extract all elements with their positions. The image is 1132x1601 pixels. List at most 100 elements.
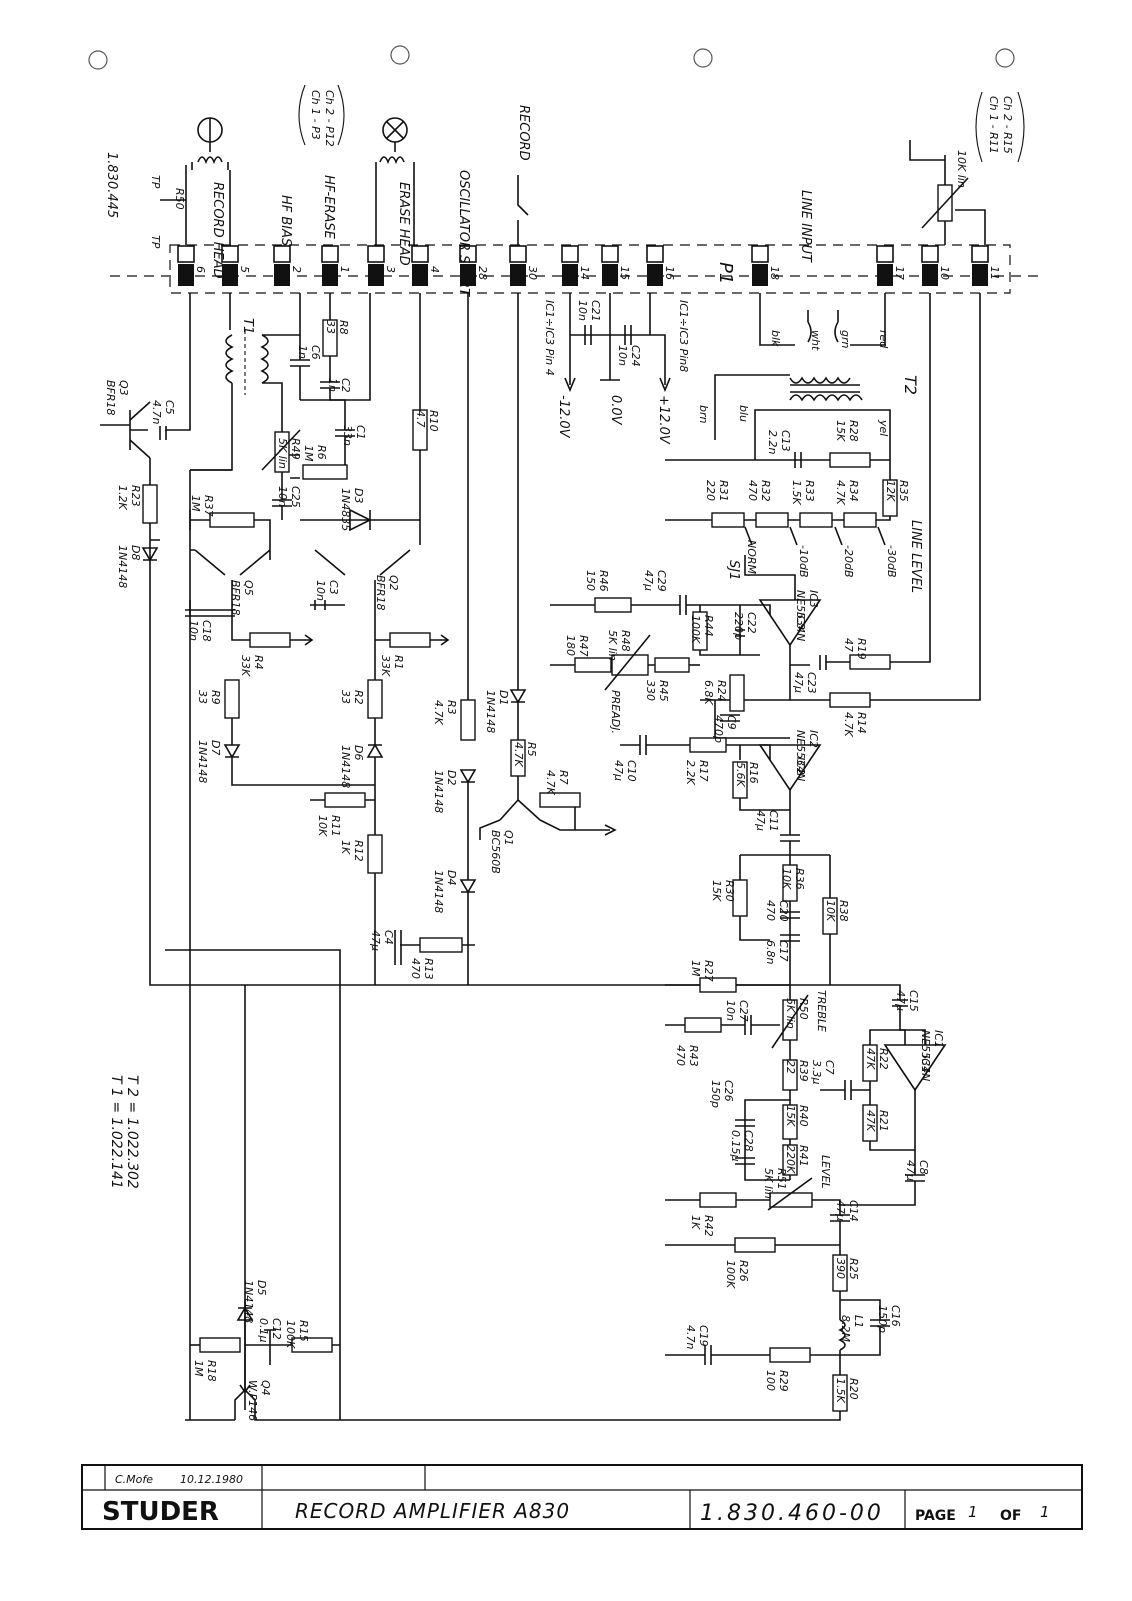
punch-holes bbox=[88, 45, 1015, 70]
component-ref-d1: D1 bbox=[497, 690, 510, 705]
svg-text:wht: wht bbox=[809, 330, 822, 351]
component-value-r2: 33 bbox=[339, 690, 352, 704]
component-ref-r48: R48 bbox=[619, 630, 632, 652]
svg-text:IC3: IC3 bbox=[794, 612, 807, 630]
connector-pin-18: 18 bbox=[751, 245, 781, 286]
component-ref-c16: C16 bbox=[889, 1305, 902, 1327]
svg-text:NORM.: NORM. bbox=[745, 540, 758, 578]
component-value-r38: 10K bbox=[824, 900, 837, 922]
component-value-c13: 2.2n bbox=[766, 430, 779, 454]
component-ref-c15: C15 bbox=[907, 990, 920, 1012]
component-value-q2: BFR18 bbox=[374, 575, 387, 611]
component-ref-c17: C17 bbox=[777, 940, 790, 962]
svg-text:ERASE HEAD: ERASE HEAD bbox=[396, 182, 411, 266]
brand-logo: STUDER bbox=[102, 1497, 219, 1527]
component-ref-r25: R25 bbox=[847, 1258, 860, 1280]
component-value-r26: 100K bbox=[724, 1260, 737, 1289]
component-ref-r44: R44 bbox=[702, 615, 715, 637]
left-wiring: T1 bbox=[100, 293, 830, 1421]
connector-pin-label: 6 bbox=[194, 266, 207, 273]
component-value-r30: 15K bbox=[710, 880, 723, 902]
component-ref-c11: C11 bbox=[767, 810, 780, 832]
svg-text:blk: blk bbox=[769, 330, 782, 347]
connector-pin-4: 4 bbox=[411, 245, 441, 286]
component-ref-r27: R27 bbox=[702, 960, 715, 982]
component-value-d5: 1N4148 bbox=[242, 1280, 255, 1323]
component-ref-r19: R19 bbox=[855, 638, 868, 660]
svg-text:Ch 1 - P3: Ch 1 - P3 bbox=[309, 90, 322, 140]
component-ref-r9: R9 bbox=[209, 690, 222, 705]
component-ref-r18: R18 bbox=[205, 1360, 218, 1382]
component-value-r47: 180 bbox=[564, 635, 577, 656]
svg-text:Ch 2 - R15: Ch 2 - R15 bbox=[1001, 96, 1014, 154]
right-wiring: blk wht grn red T2 brn blu yel SJ1 NORM.… bbox=[340, 293, 981, 1421]
assembly-note: 1.830.445 bbox=[104, 152, 119, 218]
component-ref-c8: C8 bbox=[917, 1160, 930, 1175]
svg-text:IC1÷IC3 Pin8: IC1÷IC3 Pin8 bbox=[677, 300, 690, 372]
component-value-c2: 1n bbox=[326, 378, 339, 392]
component-ref-r1: R1 bbox=[392, 655, 405, 670]
component-value-r23: 1.2K bbox=[116, 485, 129, 510]
tp-label-1: TP bbox=[149, 175, 162, 189]
component-ref-r32: R32 bbox=[759, 480, 772, 502]
component-value-r21: 47K bbox=[864, 1110, 877, 1132]
svg-text:yel: yel bbox=[877, 419, 890, 436]
svg-text:-12.0V: -12.0V bbox=[556, 395, 571, 439]
component-ref-d6: D6 bbox=[352, 745, 365, 760]
svg-text:IC1: IC1 bbox=[919, 1055, 932, 1073]
component-ref-d2: D2 bbox=[445, 770, 458, 785]
svg-text:red: red bbox=[877, 330, 890, 349]
component-ref-c14: C14 bbox=[847, 1200, 860, 1222]
component-value-c16: 150p bbox=[876, 1305, 889, 1333]
component-value-r41: 220K bbox=[784, 1145, 797, 1174]
connector-pin-label: 17 bbox=[893, 266, 906, 280]
component-ref-r51: R51 bbox=[775, 1168, 788, 1190]
connector-pin-2: 2 bbox=[273, 245, 303, 286]
connector-pin-6: 6 bbox=[177, 245, 207, 286]
component-ref-r6: R6 bbox=[315, 445, 328, 460]
svg-text:10K lin: 10K lin bbox=[955, 150, 968, 188]
component-ref-d4: D4 bbox=[445, 870, 458, 885]
component-value-d2: 1N4148 bbox=[432, 770, 445, 813]
component-ref-r11: R11 bbox=[329, 815, 342, 837]
component-value-r19: 47 bbox=[842, 638, 855, 652]
component-value-r32: 470 bbox=[746, 480, 759, 501]
component-value-r49: 5K lin bbox=[276, 438, 289, 469]
connector-pin-label: 2 bbox=[290, 266, 303, 273]
component-ref-r17: R17 bbox=[697, 760, 710, 782]
connector-pin-10: 10 bbox=[921, 245, 951, 286]
component-value-c5: 4.7n bbox=[150, 400, 163, 424]
component-ref-r23: R23 bbox=[129, 485, 142, 507]
svg-text:IC2: IC2 bbox=[794, 757, 807, 775]
component-ref-r3: R3 bbox=[445, 700, 458, 715]
component-ref-c10: C10 bbox=[625, 760, 638, 782]
component-ref-r38: R38 bbox=[837, 900, 850, 922]
t1-part-note: T 1 = 1.022.141 bbox=[108, 1075, 124, 1189]
component-ref-r2: R2 bbox=[352, 690, 365, 705]
svg-text:0.0V: 0.0V bbox=[608, 395, 623, 426]
hf-bias-label: HF BIAS bbox=[278, 195, 293, 246]
component-value-r13: 470 bbox=[409, 958, 422, 979]
component-ref-c21: C21 bbox=[589, 300, 602, 322]
svg-text:LEVEL: LEVEL bbox=[819, 1155, 832, 1189]
component-value-r6: 1M bbox=[302, 445, 315, 462]
component-value-r36: 10K bbox=[780, 868, 793, 890]
of-label: OF bbox=[1000, 1508, 1021, 1524]
component-value-q1: BC560B bbox=[489, 830, 502, 874]
component-value-c24: 10n bbox=[616, 345, 629, 366]
component-ref-q3: Q3 bbox=[117, 380, 130, 396]
component-ref-c28: C28 bbox=[742, 1130, 755, 1152]
connector-pin-11: 11 bbox=[971, 245, 1001, 286]
component-value-r37: 1M bbox=[189, 495, 202, 512]
component-value-r39: 22 bbox=[784, 1060, 797, 1074]
t2-part-note: T 2 = 1.022.302 bbox=[124, 1075, 140, 1189]
hf-erase-label: HF-ERASE bbox=[321, 175, 336, 240]
component-value-r4: 33K bbox=[239, 655, 252, 677]
component-ref-q2: Q2 bbox=[387, 575, 400, 591]
svg-text:P1: P1 bbox=[715, 262, 736, 284]
component-ref-c22: C22 bbox=[745, 612, 758, 634]
component-value-c23: 47µ bbox=[792, 672, 805, 693]
component-value-r40: 15K bbox=[784, 1105, 797, 1127]
component-value-c7: 3.3µ bbox=[810, 1060, 823, 1085]
component-value-r29: 100 bbox=[764, 1370, 777, 1391]
